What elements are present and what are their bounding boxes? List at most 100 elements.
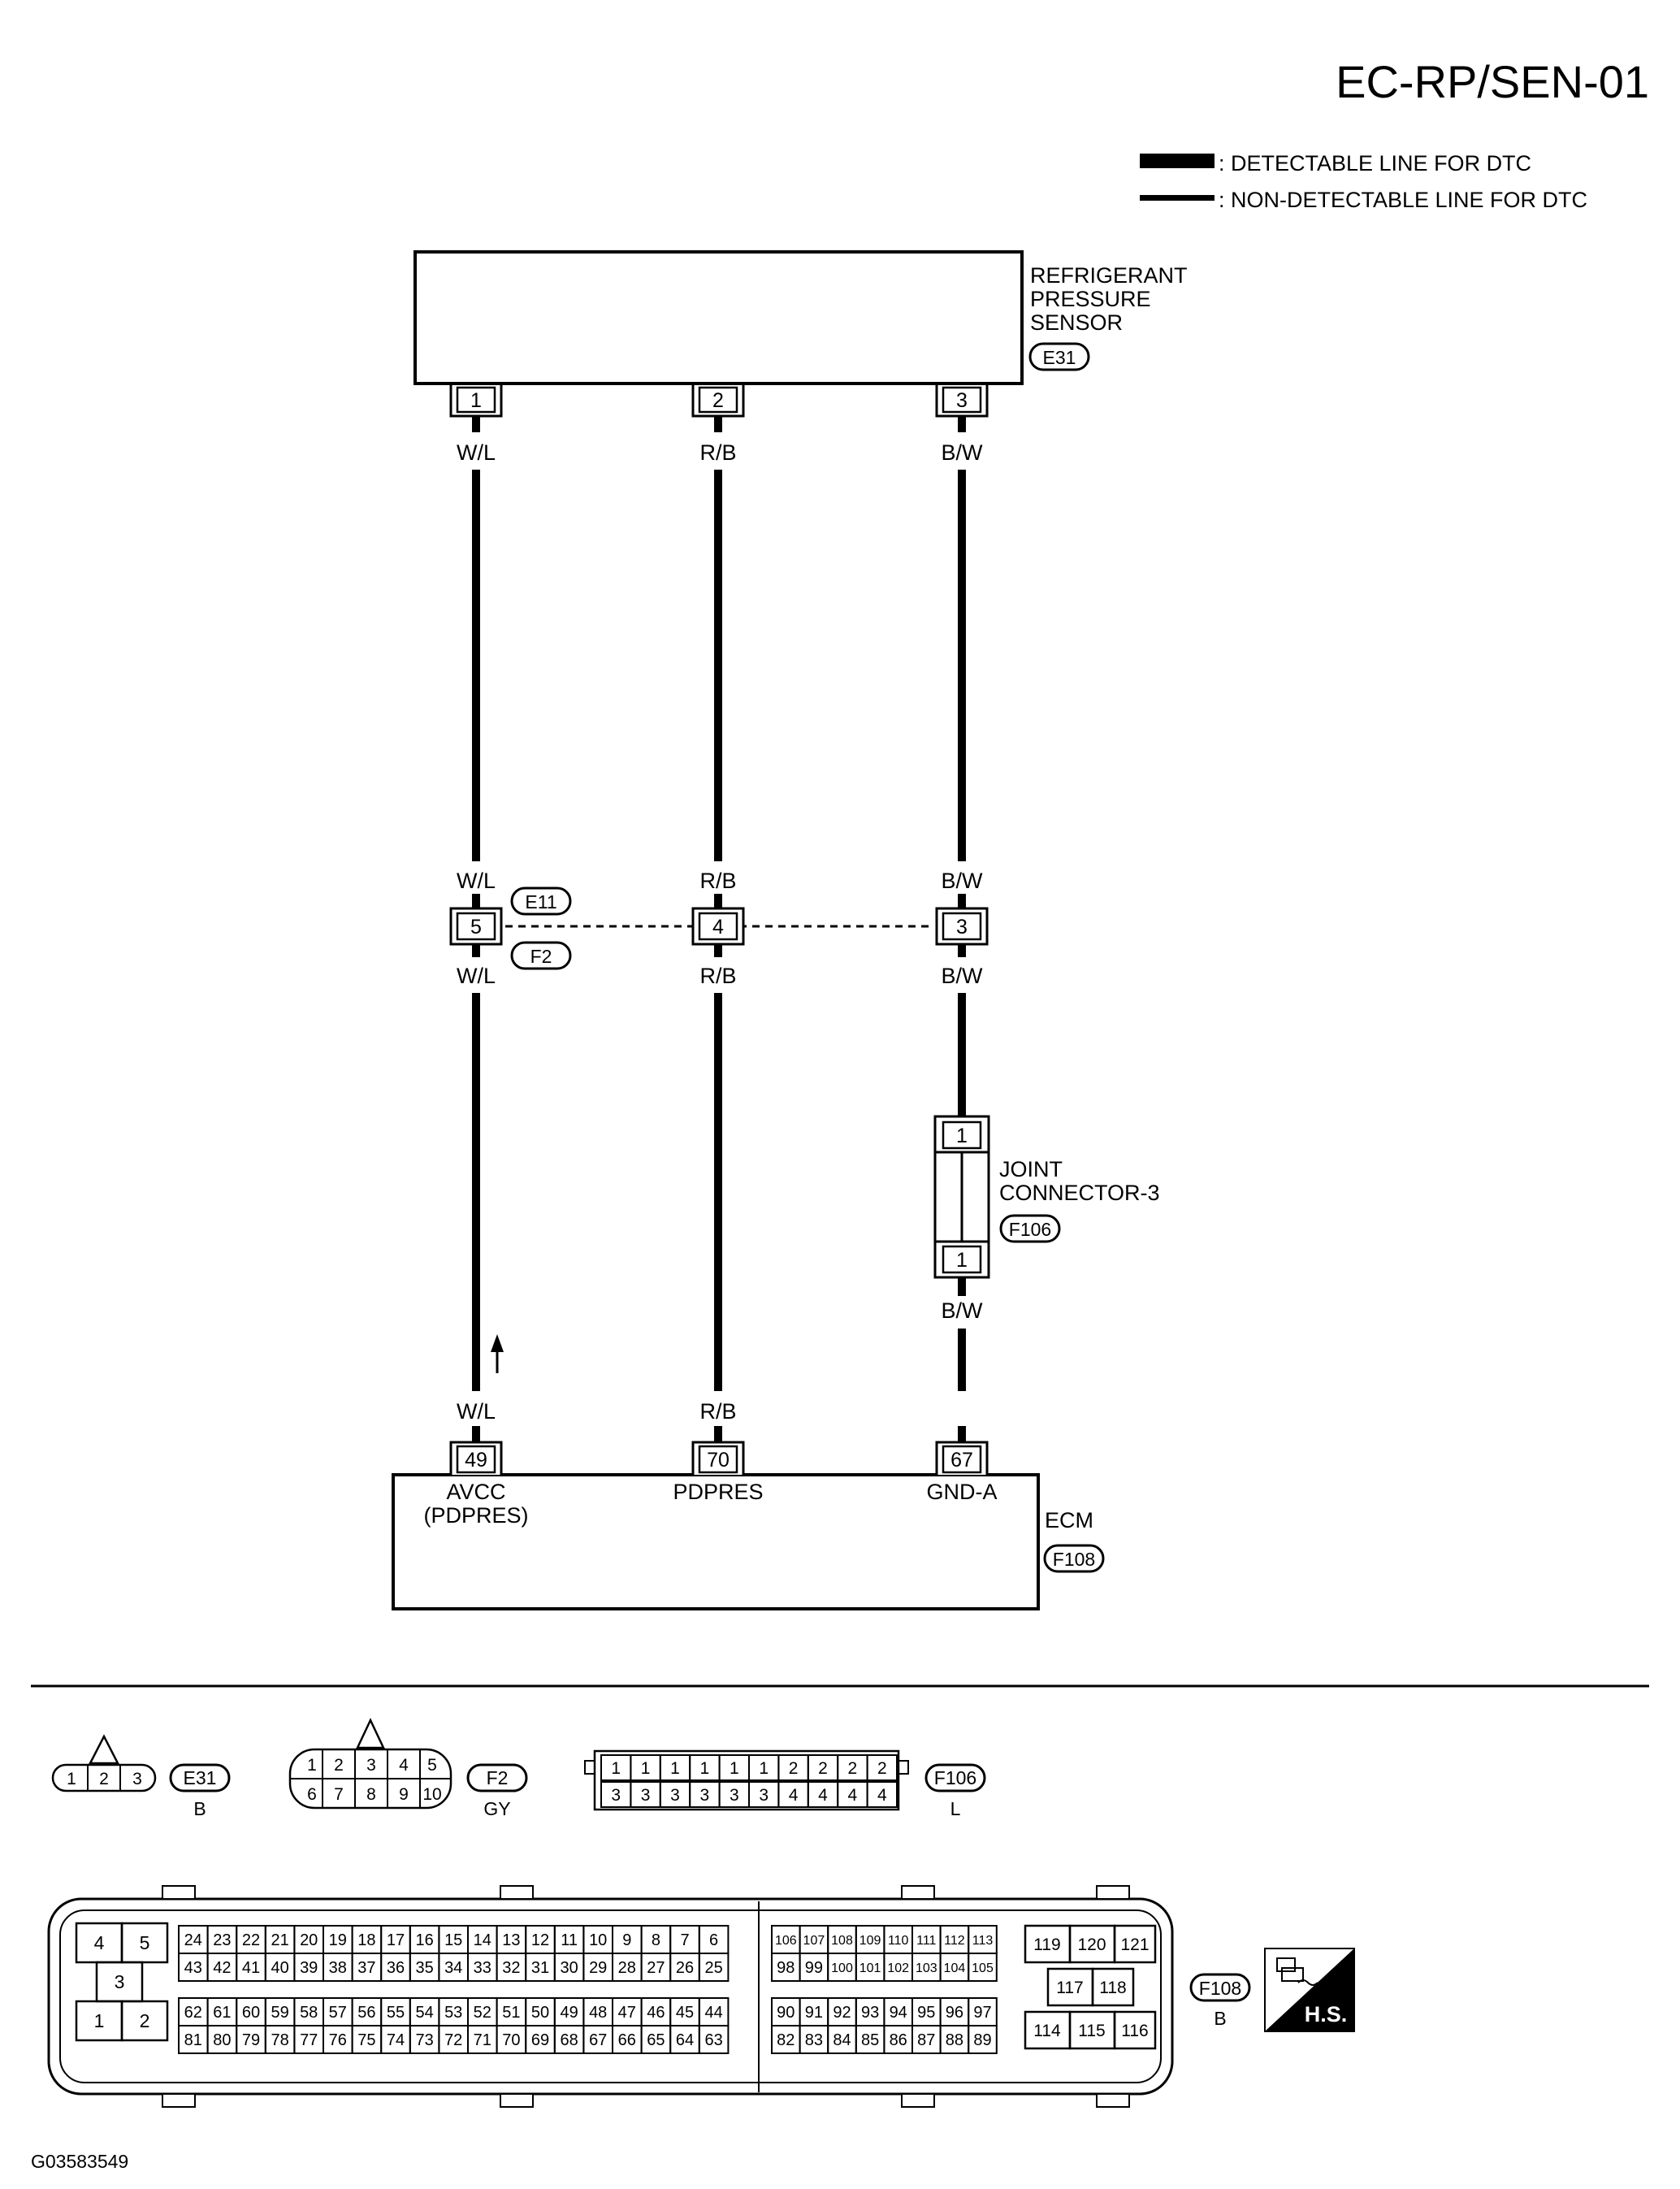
f108-power-block bbox=[75, 1922, 169, 2042]
legend-detectable-swatch bbox=[1140, 154, 1215, 168]
sensor-pin-3-number: 3 bbox=[956, 389, 968, 412]
f2-view-color: GY bbox=[483, 1798, 510, 1819]
f108-a-pin-28: 28 bbox=[618, 1959, 636, 1977]
legend-detectable-text: : DETECTABLE LINE FOR DTC bbox=[1219, 151, 1531, 176]
sensor-pin-2-number: 2 bbox=[712, 389, 724, 412]
joint-pin-top: 1 bbox=[956, 1125, 968, 1147]
inline-pin-3: 3 bbox=[956, 916, 968, 938]
ecm-pin-70: 70 bbox=[707, 1449, 730, 1472]
f106-top-pin-10-cell bbox=[866, 1754, 898, 1781]
f106-top-pin-1: 1 bbox=[611, 1759, 621, 1778]
f108-c-120: 120 bbox=[1077, 1935, 1106, 1954]
f106-bottom-pin-3: 3 bbox=[670, 1786, 680, 1805]
f108-a-pin-13: 13 bbox=[502, 1931, 520, 1949]
f108-a-pin-43: 43 bbox=[184, 1959, 202, 1977]
f108-a-pin-81: 81 bbox=[184, 2031, 202, 2049]
f106-top-pin-3: 1 bbox=[670, 1759, 680, 1778]
f108-a-pin-44: 44 bbox=[704, 2004, 722, 2022]
sensor-pin-1: 1 bbox=[449, 384, 503, 418]
f108-a-pin-41: 41 bbox=[242, 1959, 260, 1977]
sensor-pin-3: 3 bbox=[935, 384, 989, 418]
f108-b-pin-99: 99 bbox=[805, 1959, 823, 1977]
f108-a-pin-18: 18 bbox=[357, 1931, 375, 1949]
f108-a-pin-37: 37 bbox=[357, 1959, 375, 1977]
e31-cell-3: 3 bbox=[132, 1770, 142, 1788]
f108-a-pin-65: 65 bbox=[647, 2031, 665, 2049]
f108-power-3: 3 bbox=[115, 1971, 125, 1992]
f108-b-pin-101: 101 bbox=[859, 1961, 881, 1975]
f108-a-pin-50: 50 bbox=[531, 2004, 549, 2022]
f108-a-pin-66: 66 bbox=[618, 2031, 636, 2049]
f106-top-pin-7: 2 bbox=[789, 1759, 799, 1778]
f108-a-pin-29: 29 bbox=[589, 1959, 607, 1977]
f108-a-pin-53: 53 bbox=[444, 2004, 462, 2022]
f108-a-pin-48: 48 bbox=[589, 2004, 607, 2022]
e31-view-color: B bbox=[193, 1798, 206, 1819]
f108-b-pin-88: 88 bbox=[946, 2031, 963, 2049]
wire-label-bw-4: B/W bbox=[942, 1298, 984, 1323]
f108-a-pin-71: 71 bbox=[474, 2031, 491, 2049]
ecm-terminal-gnd-a: GND-A bbox=[927, 1480, 998, 1504]
f108-a-pin-70: 70 bbox=[502, 2031, 520, 2049]
wire-label-rb-3: R/B bbox=[699, 964, 736, 988]
f108-a-pin-22: 22 bbox=[242, 1931, 260, 1949]
inline-connector-e11-id: E11 bbox=[525, 891, 556, 912]
f2-top-3: 3 bbox=[366, 1756, 376, 1775]
f108-b-pin-104: 104 bbox=[944, 1961, 966, 1975]
f108-a-pin-31: 31 bbox=[531, 1959, 549, 1977]
wire-label-wl-4: W/L bbox=[457, 1399, 496, 1424]
f108-a-pin-39: 39 bbox=[300, 1959, 318, 1977]
f108-a-pin-11: 11 bbox=[561, 1931, 578, 1949]
f108-a-pin-46: 46 bbox=[647, 2004, 665, 2022]
f108-a-pin-9: 9 bbox=[622, 1931, 631, 1949]
f106-bottom-pin-7: 4 bbox=[789, 1786, 799, 1805]
joint-connector-id: F106 bbox=[1009, 1219, 1051, 1240]
connector-view-e31: 1 2 3 E31 B bbox=[51, 1734, 231, 1819]
f106-bottom-pin-1: 3 bbox=[611, 1786, 621, 1805]
f106-bottom-pin-9: 4 bbox=[848, 1786, 858, 1805]
inline-connector-f2-badge bbox=[510, 941, 572, 970]
f106-bottom-pin-5: 3 bbox=[730, 1786, 739, 1805]
f108-a-pin-75: 75 bbox=[357, 2031, 375, 2049]
f106-top-pin-8: 2 bbox=[818, 1759, 828, 1778]
f108-a-pin-68: 68 bbox=[560, 2031, 578, 2049]
refrigerant-pressure-sensor: REFRIGERANT PRESSURE SENSOR E31 bbox=[414, 250, 1188, 385]
f108-a-pin-74: 74 bbox=[387, 2031, 405, 2049]
f108-a-pin-42: 42 bbox=[213, 1959, 231, 1977]
f108-a-pin-52: 52 bbox=[474, 2004, 491, 2022]
f108-a-pin-32: 32 bbox=[502, 1959, 520, 1977]
connector-view-f2: 1 2 3 4 5 6 7 8 9 10 F2 GY bbox=[288, 1718, 528, 1819]
harness-side-badge-icon: H.S. bbox=[1264, 1948, 1355, 2032]
ecm-terminal-avcc: AVCC bbox=[446, 1480, 505, 1504]
f108-b-pin-112: 112 bbox=[944, 1934, 965, 1948]
inline-pin-4: 4 bbox=[712, 916, 724, 938]
f108-a-pin-51: 51 bbox=[502, 2004, 520, 2022]
f106-bottom-pin-2: 3 bbox=[641, 1786, 651, 1805]
f108-a-pin-24: 24 bbox=[184, 1931, 202, 1949]
f108-a-pin-63-cell bbox=[698, 2025, 730, 2054]
f108-a-pin-34: 34 bbox=[444, 1959, 462, 1977]
ecm-pin-67: 67 bbox=[950, 1449, 973, 1472]
f108-a-pin-60: 60 bbox=[242, 2004, 260, 2022]
f108-a-pin-38: 38 bbox=[329, 1959, 347, 1977]
f108-power-1: 1 bbox=[94, 2010, 105, 2031]
f108-a-pin-56: 56 bbox=[357, 2004, 375, 2022]
f106-top-pin-9: 2 bbox=[848, 1759, 858, 1778]
f108-b-pin-108: 108 bbox=[831, 1934, 853, 1948]
inline-connector-e11-badge bbox=[510, 886, 572, 916]
ecm: 49 70 67 AVCC (PDPRES) PDPRES GND-A ECM … bbox=[392, 1441, 1105, 1610]
f108-a-pin-79: 79 bbox=[242, 2031, 260, 2049]
e31-cell-2: 2 bbox=[99, 1770, 109, 1788]
f108-a-pin-17: 17 bbox=[387, 1931, 405, 1949]
f108-a-pin-25-cell bbox=[698, 1953, 730, 1982]
f108-a-pin-61: 61 bbox=[213, 2004, 231, 2022]
f108-b-pin-103: 103 bbox=[916, 1961, 937, 1975]
f106-bottom-pin-10-cell bbox=[866, 1781, 898, 1808]
joint-connector-name-line-2: CONNECTOR-3 bbox=[999, 1181, 1160, 1205]
f108-a-pin-26: 26 bbox=[676, 1959, 694, 1977]
f108-a-pin-76: 76 bbox=[329, 2031, 347, 2049]
f108-b-pin-100: 100 bbox=[831, 1961, 853, 1975]
